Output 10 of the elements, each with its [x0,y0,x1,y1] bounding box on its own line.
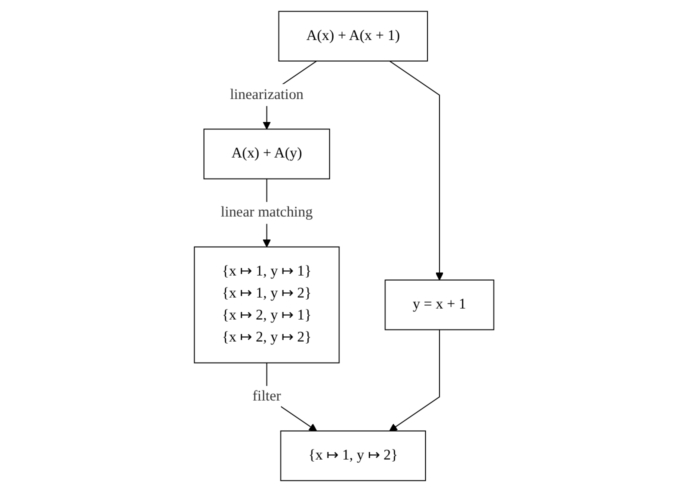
node-box: A(x) + A(x + 1) [278,10,428,62]
edge-label: filter [252,388,281,404]
node-box: {x ↦ 1, y ↦ 2} [280,430,426,482]
arrow [389,60,444,280]
edge-label: linearization [230,86,304,102]
node-box: y = x + 1 [384,280,494,330]
arrow [389,329,440,432]
node-box: A(x) + A(y) [203,128,330,180]
edge-label: linear matching [220,204,313,220]
node-box: {x ↦ 1, y ↦ 1} {x ↦ 1, y ↦ 2} {x ↦ 2, y ↦ 1} {x ↦ 2, y ↦ 2} [194,246,340,364]
